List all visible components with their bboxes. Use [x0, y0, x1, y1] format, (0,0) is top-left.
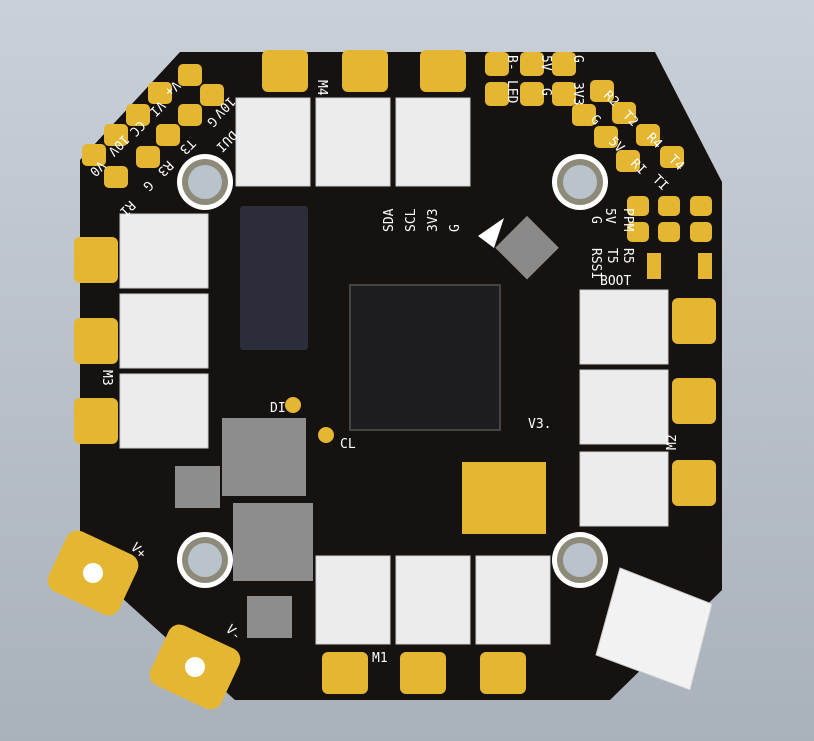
pad-label: B- [504, 55, 519, 71]
mounting-holes [177, 154, 608, 588]
pad-label: 5V [602, 208, 617, 224]
inductor [222, 418, 306, 496]
motor-pads [74, 50, 716, 694]
cl-pad [318, 427, 334, 443]
small-chip-2 [247, 596, 292, 638]
small-chip [175, 466, 220, 508]
mosfet-packages [119, 97, 669, 645]
label-m1: M1 [372, 651, 388, 666]
pad-label: G [570, 55, 585, 63]
orientation-arrow-icon [478, 218, 504, 248]
pad-label: PPM [620, 208, 635, 232]
label-boot: BOOT [600, 274, 631, 289]
pad-grid-top-left [82, 64, 224, 188]
gyro-chip [495, 215, 559, 280]
battery-pads[interactable] [44, 527, 245, 714]
regulator [462, 462, 546, 534]
driver-chip [240, 206, 308, 350]
label-v3: V3. [528, 417, 551, 432]
pad-grid-top [485, 52, 576, 106]
label-m2: M2 [665, 434, 680, 450]
di-pad [285, 397, 301, 413]
label-sda: SDA [382, 208, 397, 232]
label-m4: M4 [314, 80, 329, 96]
pad-label: 5V [538, 55, 553, 71]
label-di: DI [270, 401, 286, 416]
mcu-chip [349, 284, 501, 431]
label-m3: M3 [99, 370, 114, 386]
pad-grid-right [572, 80, 712, 279]
pad-label: T5 [604, 248, 619, 264]
usb-port[interactable] [595, 567, 713, 691]
label-3v3: 3V3 [426, 209, 441, 232]
label-scl: SCL [404, 208, 419, 232]
pad-label: RSSI [588, 248, 603, 279]
pad-label: R5 [620, 248, 635, 264]
silkscreen: M4 M3 M2 M1 V+ V- V+ VI CC 10V V0 10V G … [86, 55, 687, 666]
pad-label: 3V3 [570, 82, 585, 105]
pad-label: G [538, 88, 553, 96]
label-g: G [448, 224, 463, 232]
inductor-2 [233, 503, 313, 581]
label-cl: CL [340, 437, 356, 452]
pad-label: G [588, 216, 603, 224]
pad-label: LED [504, 80, 519, 104]
